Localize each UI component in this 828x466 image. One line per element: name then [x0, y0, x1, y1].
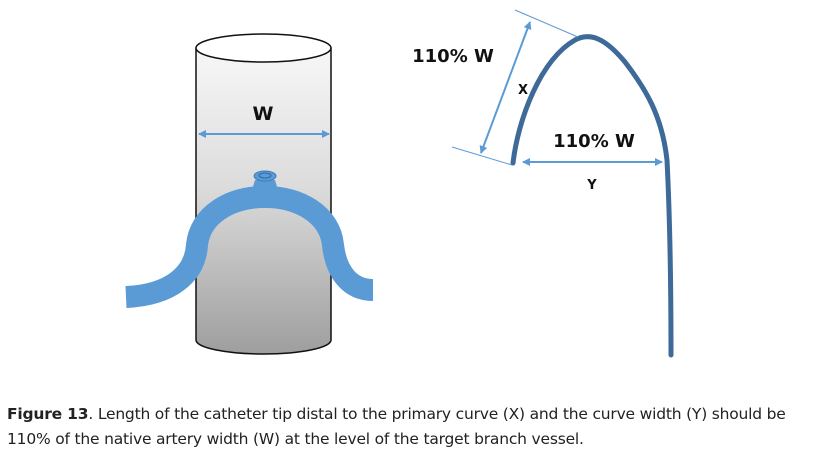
x-dimension-arrow — [479, 21, 532, 154]
x-dimension-label: 110% W — [412, 46, 494, 67]
branch-vessel — [125, 170, 374, 308]
x-label: X — [518, 83, 528, 98]
figure-caption: Figure 13. Length of the catheter tip di… — [7, 402, 822, 452]
x-upper-extension-line — [514, 9, 579, 38]
catheter-sizing-diagram: W 110% W X 110% W Y — [125, 9, 674, 358]
caption-text: . Length of the catheter tip distal to t… — [7, 405, 786, 448]
x-lower-extension-line — [451, 146, 513, 166]
y-label: Y — [586, 178, 597, 193]
catheter-curve — [510, 34, 674, 358]
y-dimension-label: 110% W — [553, 131, 635, 152]
figure-label: Figure 13 — [7, 405, 89, 423]
artery-width-label: W — [253, 103, 274, 125]
